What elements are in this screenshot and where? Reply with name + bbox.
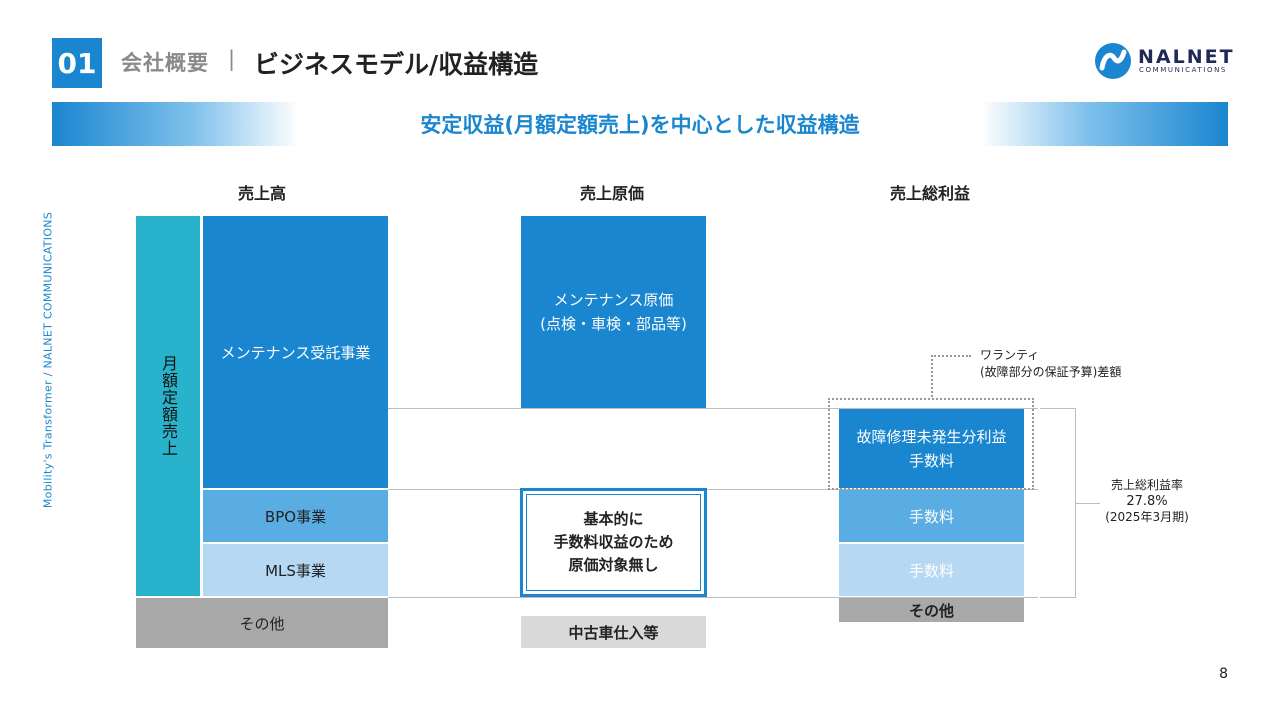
maintenance-cost-block: メンテナンス原価 (点検・車検・部品等) (521, 216, 706, 408)
gross-profit-other-label: その他 (908, 601, 954, 620)
maintenance-business-block: メンテナンス受託事業 (203, 216, 388, 488)
page-title: ビジネスモデル/収益構造 (254, 50, 539, 79)
mls-fee-block: 手数料 (839, 544, 1024, 596)
warranty-note-line1: ワランティ (980, 348, 1040, 362)
used-car-purchase-block: 中古車仕入等 (521, 616, 706, 648)
margin-bracket-tick (1075, 503, 1100, 504)
no-cost-note-line1: 基本的に (583, 509, 644, 528)
nalnet-logo-icon (1094, 42, 1132, 80)
revenue-other-block: その他 (136, 598, 388, 648)
mls-business-label: MLS事業 (265, 561, 326, 580)
cost-heading: 売上原価 (579, 184, 644, 203)
margin-bracket-bottom (1040, 597, 1076, 598)
repair-profit-line1: 故障修理未発生分利益 (856, 427, 1007, 446)
logo-subtitle: COMMUNICATIONS (1139, 66, 1227, 74)
section-category: 会社概要 (121, 51, 209, 75)
mls-fee-label: 手数料 (908, 561, 954, 580)
gross-profit-heading: 売上総利益 (889, 184, 970, 203)
maintenance-business-label: メンテナンス受託事業 (220, 343, 371, 362)
margin-bracket-top (1040, 408, 1075, 409)
header-separator: | (228, 47, 236, 71)
revenue-heading: 売上高 (237, 184, 286, 203)
warranty-callout-horizontal (931, 355, 971, 357)
warranty-dotted-frame (828, 398, 1034, 490)
gross-margin-value: 27.8% (1126, 493, 1168, 509)
maintenance-cost-line1: メンテナンス原価 (553, 291, 674, 309)
mls-business-block: MLS事業 (203, 544, 388, 596)
warranty-note: ワランティ (故障部分の保証予算)差額 (980, 347, 1121, 382)
monthly-fixed-revenue-label: 月額定額売上 (136, 216, 200, 596)
no-cost-note-line2: 手数料収益のため (553, 532, 674, 551)
section-number-badge: 01 (52, 38, 102, 88)
bpo-fee-label: 手数料 (908, 507, 954, 526)
banner-background (52, 102, 1228, 146)
repair-profit-block: 故障修理未発生分利益 手数料 (839, 409, 1024, 488)
bpo-fee-block: 手数料 (839, 490, 1024, 542)
logo-name: NALNET (1138, 46, 1235, 68)
warranty-note-line2: (故障部分の保証予算)差額 (980, 365, 1122, 380)
warranty-callout-vertical (931, 355, 933, 397)
maintenance-cost-line2: (点検・車検・部品等) (540, 315, 687, 333)
connector-line-maintenance (388, 408, 1038, 409)
page-number: 8 (1219, 666, 1228, 682)
connector-line-bpo (388, 489, 1038, 490)
gross-margin-label: 売上総利益率 (1110, 478, 1183, 492)
no-cost-note-box: 基本的に 手数料収益のため 原価対象無し (520, 488, 707, 597)
gross-margin-period: (2025年3月期) (1105, 510, 1189, 525)
revenue-other-label: その他 (239, 614, 285, 633)
gross-profit-other-block: その他 (839, 598, 1024, 622)
used-car-purchase-label: 中古車仕入等 (568, 623, 659, 642)
bpo-business-label: BPO事業 (264, 507, 327, 526)
side-brand-text: Mobility's Transformer / NALNET COMMUNIC… (41, 211, 55, 509)
gross-margin-note: 売上総利益率 27.8% (2025年3月期) (1092, 478, 1202, 526)
connector-line-other (388, 597, 1038, 598)
no-cost-note-line3: 原価対象無し (568, 556, 659, 575)
banner-text: 安定収益(月額定額売上)を中心とした収益構造 (420, 113, 860, 137)
repair-profit-line2: 手数料 (908, 451, 954, 470)
bpo-business-block: BPO事業 (203, 490, 388, 542)
